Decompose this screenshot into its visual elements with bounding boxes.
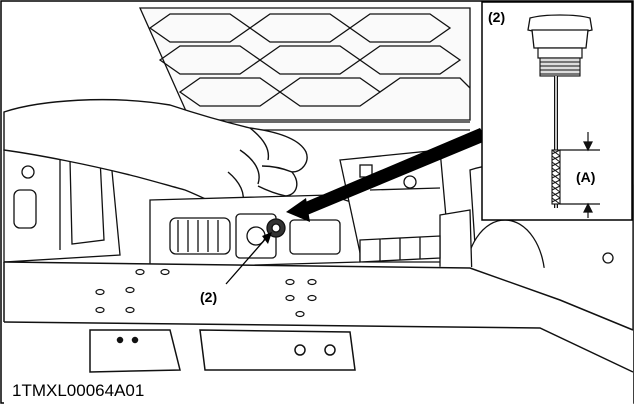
left-bracket [3,139,121,263]
frame-rail-holes [95,268,317,318]
frame-rail [3,261,634,404]
inset-thread [539,57,581,77]
callout-leader-arrowhead [262,232,272,244]
dimension-label: (A) [576,169,595,185]
callout-leader-line [225,235,269,285]
inset-gauge-band [551,149,561,205]
dimension-marker [560,132,600,218]
pointer-arrow [286,128,488,222]
inset-panel [481,1,633,221]
inset-callout-label: (2) [488,9,505,25]
main-callout-label: (2) [200,289,217,305]
hand-illustration [3,98,308,221]
figure-code: 1TMXL00064A01 [12,381,144,400]
radiator-grille [138,7,471,131]
drive-shaft [359,235,441,263]
